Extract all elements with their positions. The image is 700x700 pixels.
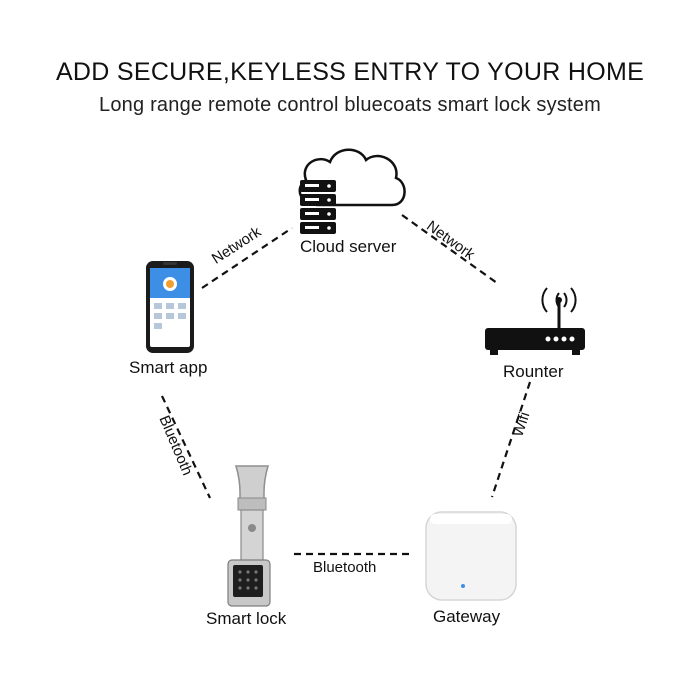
page-subtitle: Long range remote control bluecoats smar… bbox=[99, 94, 601, 116]
edge-app-cloud-line bbox=[201, 227, 293, 289]
router-icon bbox=[485, 287, 585, 355]
edge-cloud-router-line bbox=[401, 214, 498, 284]
node-label-router: Rounter bbox=[503, 362, 564, 381]
cloud-server-icon bbox=[298, 148, 406, 234]
edge-router-gateway-line bbox=[490, 381, 532, 498]
gateway-icon bbox=[425, 511, 517, 601]
smart-lock-icon bbox=[227, 465, 271, 607]
node-label-cloud-server: Cloud server bbox=[300, 237, 397, 256]
edge-app-lock-line bbox=[161, 395, 211, 499]
page-title: ADD SECURE,KEYLESS ENTRY TO YOUR HOME bbox=[55, 58, 645, 86]
node-label-gateway: Gateway bbox=[433, 607, 501, 626]
smartphone-icon bbox=[146, 261, 194, 353]
node-label-smart-app: Smart app bbox=[129, 358, 208, 377]
node-label-smart-lock: Smart lock bbox=[206, 609, 287, 628]
edge-label-lock-gateway: Bluetooth bbox=[313, 559, 377, 576]
